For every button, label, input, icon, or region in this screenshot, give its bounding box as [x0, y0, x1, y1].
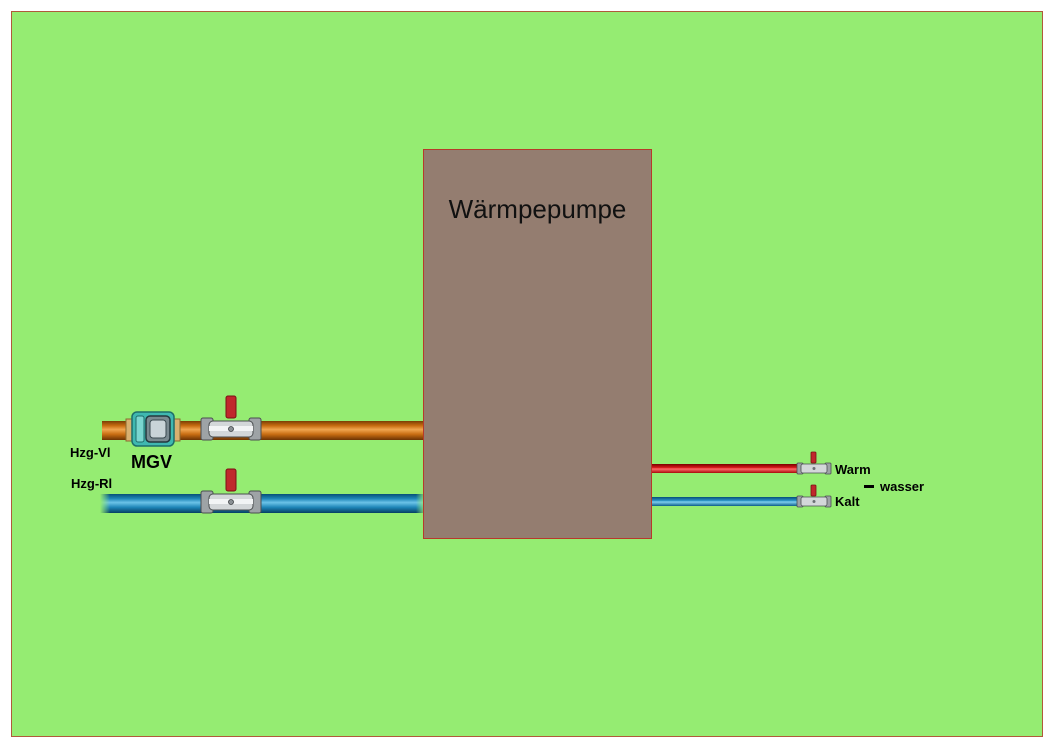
cold-label: Kalt [835, 494, 860, 509]
heat-pump-label: Wärmpepumpe [448, 194, 627, 224]
heating-return-pipe [100, 494, 426, 513]
return-ball-valve-icon [200, 468, 262, 514]
warm-water-pipe [652, 464, 802, 473]
flow-ball-valve-icon [200, 395, 262, 441]
water-connector-dash [864, 485, 874, 488]
heating-flow-pipe [102, 421, 424, 440]
cold-water-pipe [652, 497, 802, 506]
flow-meter-icon [125, 411, 181, 447]
meter-label: MGV [131, 452, 173, 472]
heat-pump-unit: Wärmpepumpe [423, 149, 652, 539]
warm-water-valve-icon [796, 451, 832, 475]
water-label: wasser [880, 479, 925, 494]
warm-label: Warm [835, 462, 871, 477]
heating-flow-label: Hzg-Vl [70, 445, 111, 460]
cold-water-valve-icon [796, 484, 832, 508]
heating-return-label: Hzg-Rl [71, 476, 113, 491]
